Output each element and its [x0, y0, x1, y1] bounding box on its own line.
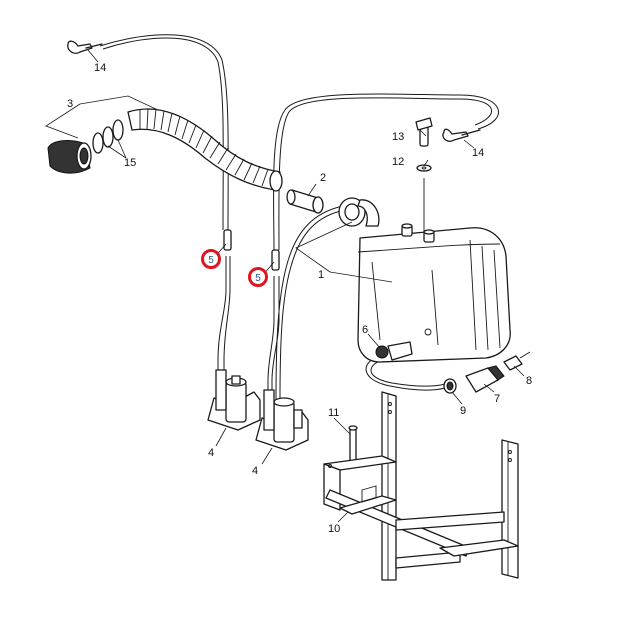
cable-lines [99, 34, 499, 420]
tank-part-1 [357, 223, 511, 363]
label-15: 15 [124, 157, 136, 169]
label-5-right: 5 [255, 273, 261, 284]
pump-part-4-left [207, 369, 261, 431]
label-12: 12 [392, 156, 404, 168]
highlight-callout-5-left[interactable]: 5 [201, 249, 221, 269]
flex-hose-assembly [47, 108, 283, 192]
label-14-right: 14 [472, 147, 484, 159]
connector-part-2 [286, 189, 324, 214]
filler-neck [338, 197, 380, 227]
label-7: 7 [494, 393, 500, 405]
part-labels: 14 3 15 2 1 13 12 14 6 7 8 9 11 10 4 4 [67, 62, 532, 535]
leader-lines [45, 49, 525, 523]
label-6: 6 [362, 324, 368, 336]
connector-part-7 [465, 365, 505, 393]
label-5-left: 5 [208, 255, 214, 266]
fitting-parts-12-13 [415, 117, 433, 172]
fitting-part-9 [443, 378, 457, 394]
pump-part-4-right [255, 389, 309, 451]
frame-part-10 [323, 391, 519, 581]
clamp-part-14-left [67, 40, 103, 54]
label-8: 8 [526, 375, 532, 387]
label-4-left: 4 [208, 447, 214, 459]
clamp-part-14-right [442, 128, 481, 142]
label-4-right: 4 [252, 465, 258, 477]
label-2: 2 [320, 172, 326, 184]
fitting-part-6 [375, 341, 413, 361]
plug-part-8 [503, 351, 531, 371]
label-14-left: 14 [94, 62, 106, 74]
fitting-part-5 [223, 229, 280, 271]
label-13: 13 [392, 131, 404, 143]
label-3: 3 [67, 98, 73, 110]
highlight-callout-5-right[interactable]: 5 [248, 267, 268, 287]
label-1: 1 [318, 269, 324, 281]
label-9: 9 [460, 405, 466, 417]
label-10: 10 [328, 523, 340, 535]
label-11: 11 [328, 407, 339, 419]
